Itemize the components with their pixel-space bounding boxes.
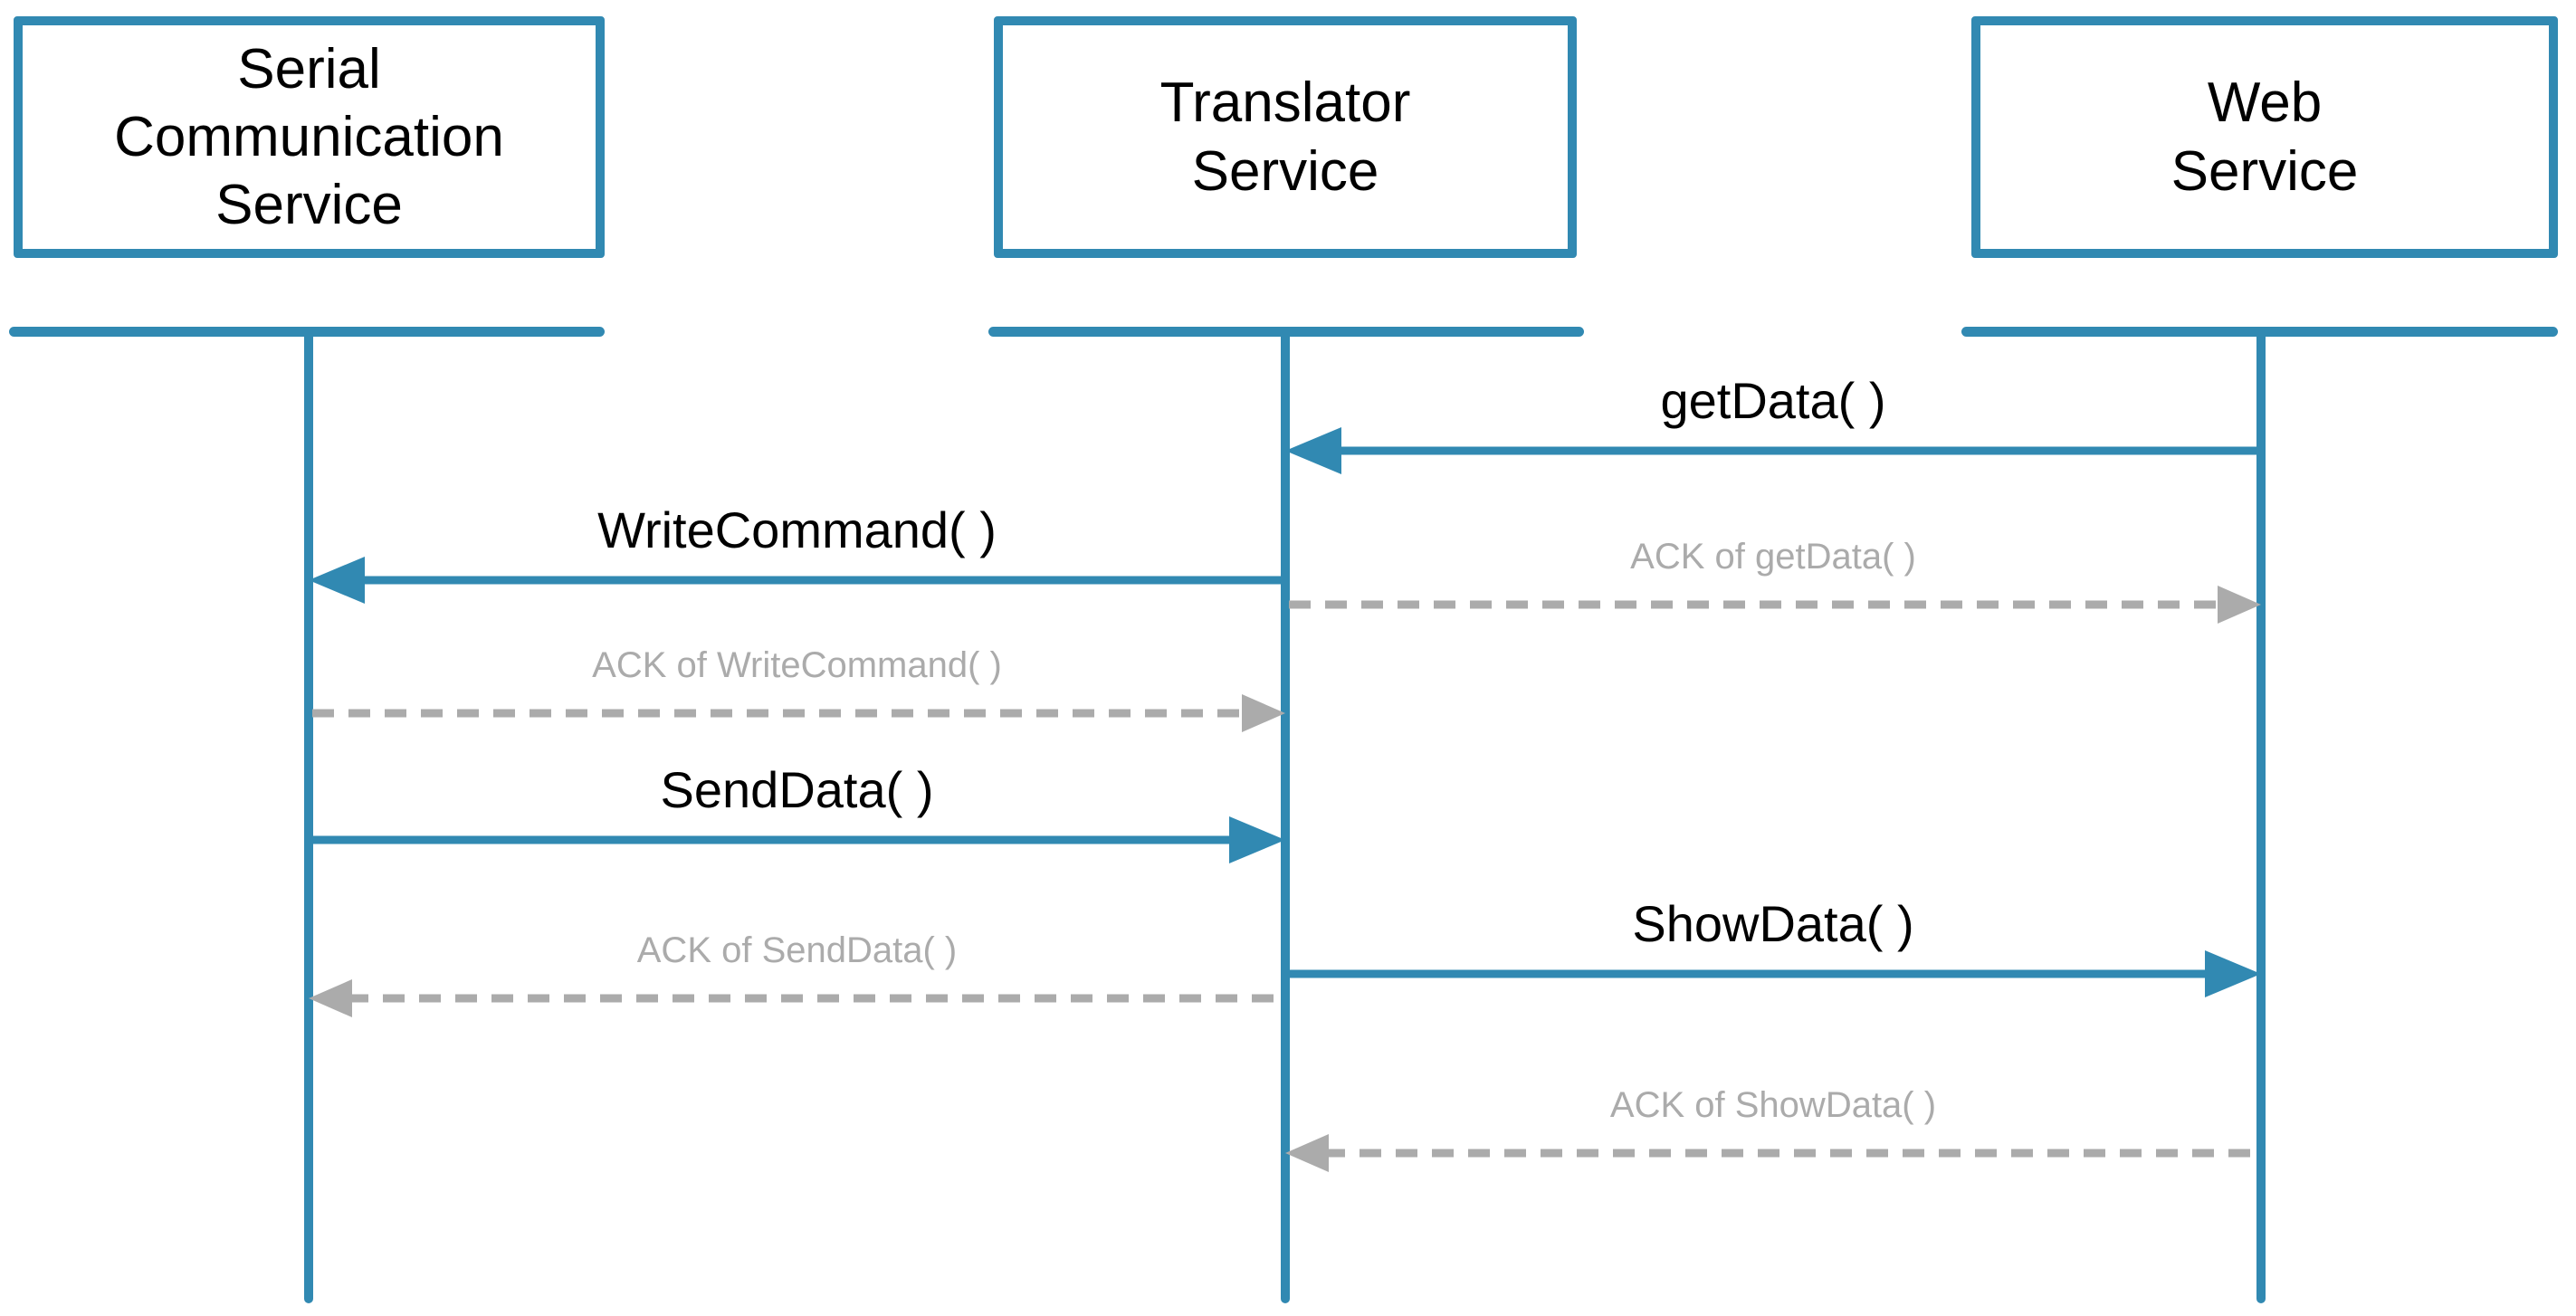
message-arrow-ack-senddata xyxy=(309,976,1285,1021)
message-label-senddata: SendData( ) xyxy=(660,761,934,818)
arrow-line xyxy=(356,576,1285,585)
arrow-line xyxy=(1289,600,2223,609)
arrow-line xyxy=(1285,969,2214,978)
actor-box-translator-service: Translator Service xyxy=(994,16,1577,258)
arrowhead-right-icon xyxy=(2218,586,2261,624)
arrow-line xyxy=(1332,446,2261,455)
actor-box-web-service: Web Service xyxy=(1971,16,2558,258)
arrowhead-left-icon xyxy=(1285,427,1341,474)
arrowhead-right-icon xyxy=(2205,950,2261,997)
message-arrow-ack-getdata xyxy=(1285,582,2261,627)
arrowhead-right-icon xyxy=(1242,694,1285,732)
arrowhead-right-icon xyxy=(1229,816,1285,863)
actor-label-web-service: Web Service xyxy=(2171,72,2359,203)
message-arrow-ack-writecommand xyxy=(309,691,1285,736)
message-label-ack-senddata: ACK of SendData( ) xyxy=(636,930,958,970)
message-arrow-getdata xyxy=(1285,427,2261,474)
lifeline-web-service xyxy=(2256,331,2266,1303)
message-label-getdata: getData( ) xyxy=(1660,372,1886,429)
message-label-ack-showdata: ACK of ShowData( ) xyxy=(1609,1085,1937,1125)
lifeline-translator-service xyxy=(1281,331,1290,1303)
arrow-line xyxy=(309,835,1238,844)
message-label-ack-writecommand: ACK of WriteCommand( ) xyxy=(592,645,1002,685)
arrow-line xyxy=(1323,1149,2257,1158)
message-label-showdata: ShowData( ) xyxy=(1632,895,1914,952)
arrow-line xyxy=(347,994,1282,1003)
message-arrow-senddata xyxy=(309,816,1285,863)
actor-label-serial-communication-service: Serial Communication Service xyxy=(114,37,504,236)
lifeline-serial-communication-service xyxy=(304,331,313,1303)
message-label-writecommand: WriteCommand( ) xyxy=(597,501,997,558)
actor-label-translator-service: Translator Service xyxy=(1159,72,1411,203)
message-arrow-ack-showdata xyxy=(1285,1130,2261,1176)
actor-box-serial-communication-service: Serial Communication Service xyxy=(14,16,605,258)
arrowhead-left-icon xyxy=(309,557,365,604)
arrow-line xyxy=(312,709,1247,718)
arrowhead-left-icon xyxy=(1285,1134,1329,1172)
message-arrow-writecommand xyxy=(309,557,1285,604)
message-label-ack-getdata: ACK of getData( ) xyxy=(1630,537,1916,577)
message-arrow-showdata xyxy=(1285,950,2261,997)
arrowhead-left-icon xyxy=(309,979,352,1017)
